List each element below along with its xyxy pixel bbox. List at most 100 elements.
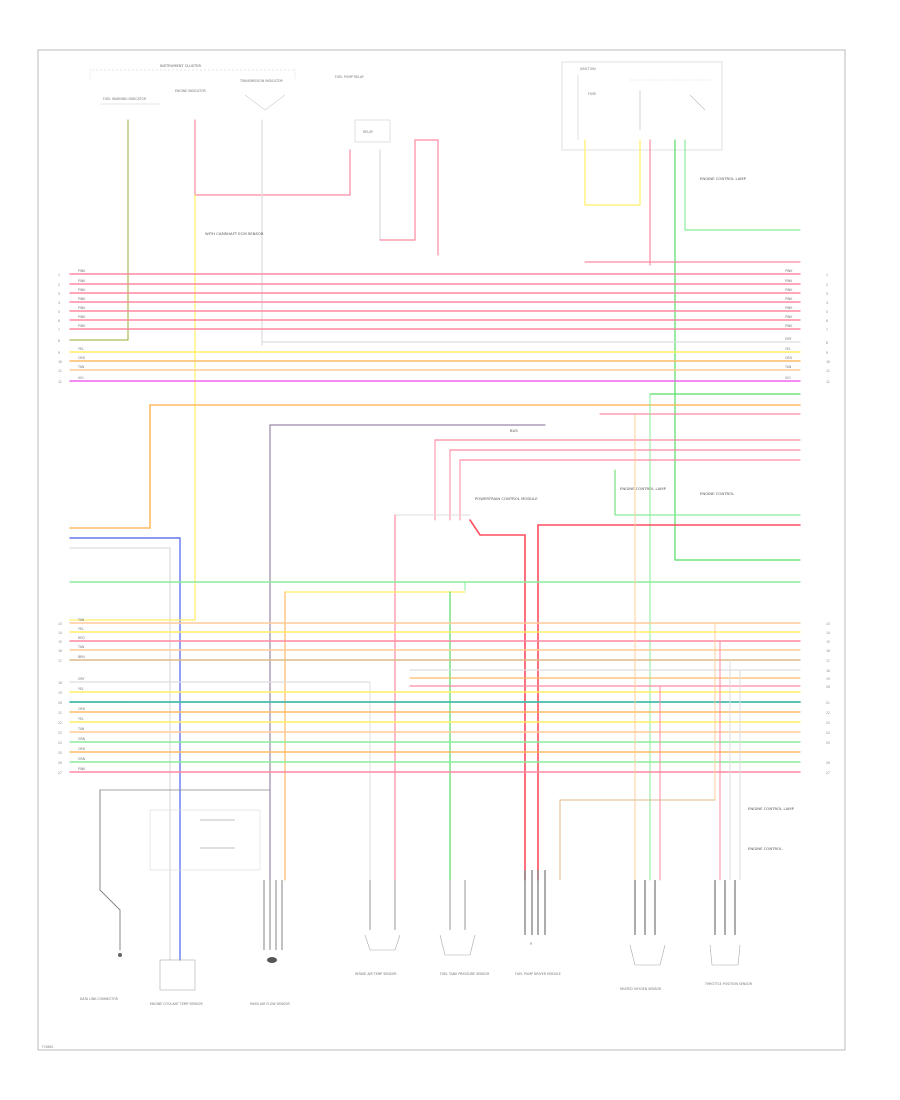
relay-label: RELAY	[363, 130, 373, 134]
svg-text:M: M	[530, 942, 532, 946]
svg-text:17: 17	[58, 659, 62, 663]
svg-text:ORG: ORG	[78, 707, 86, 711]
svg-text:PINK: PINK	[785, 315, 793, 319]
svg-text:26: 26	[826, 761, 830, 765]
svg-text:ORG: ORG	[78, 356, 86, 360]
svg-text:22: 22	[58, 721, 62, 725]
svg-text:YEL: YEL	[78, 627, 84, 631]
svg-text:18: 18	[58, 681, 62, 685]
component-label: HEATED OXYGEN SENSOR	[620, 987, 662, 991]
svg-text:7: 7	[58, 328, 60, 332]
svg-text:12: 12	[58, 380, 62, 384]
note-bus: BUS	[510, 428, 518, 433]
engine-switch-group	[99, 789, 271, 957]
svg-text:10: 10	[826, 360, 830, 364]
footer-code: F28881	[42, 1045, 54, 1049]
svg-text:YEL: YEL	[78, 687, 84, 691]
svg-text:YEL: YEL	[785, 347, 791, 351]
svg-text:19: 19	[58, 691, 62, 695]
svg-text:PINK: PINK	[78, 767, 86, 771]
upper-bus-labels-left: PINK PINK PINK PINK PINK PINK PINK YEL O…	[77, 269, 86, 380]
svg-text:9: 9	[826, 351, 828, 355]
svg-text:13: 13	[58, 622, 62, 626]
svg-text:PINK: PINK	[78, 288, 86, 292]
svg-text:22: 22	[826, 711, 830, 715]
transmission-indicator-label: TRANSMISSION INDICATOR	[239, 79, 284, 83]
svg-text:23: 23	[58, 731, 62, 735]
svg-text:20: 20	[58, 701, 62, 705]
svg-text:8: 8	[826, 341, 828, 345]
component-label: FUEL TANK PRESSURE SENSOR	[440, 972, 490, 976]
component-label: ENGINE COOLANT TEMP SENSOR	[150, 1002, 203, 1006]
note-pcm-mid-right: ENGINE CONTROL	[700, 491, 735, 496]
svg-text:RED: RED	[78, 636, 85, 640]
lower-bus-pins-right: 13 14 15 16 17 18 19 20 21 22 23 24 25 2…	[826, 622, 830, 775]
note-lower-right-a: ENGINE CONTROL LAMP	[748, 806, 795, 811]
connector-clusters: M	[159, 870, 741, 991]
svg-text:PINK: PINK	[785, 288, 793, 292]
svg-text:5: 5	[826, 310, 828, 314]
svg-text:ORG: ORG	[78, 747, 86, 751]
svg-text:3: 3	[826, 292, 828, 296]
component-label: INTAKE AIR TEMP SENSOR	[355, 972, 397, 976]
svg-text:11: 11	[826, 369, 830, 373]
svg-text:4: 4	[58, 301, 60, 305]
component-label: FUEL PUMP DRIVER MODULE	[515, 972, 561, 976]
top-vertical-wires	[127, 119, 801, 621]
junction-box-group: JUNCTION FUSE	[561, 61, 723, 151]
svg-text:13: 13	[826, 622, 830, 626]
upper-bus-labels-right: PINK PINK PINK PINK PINK PINK PINK GRY Y…	[784, 269, 793, 380]
svg-text:6: 6	[826, 319, 828, 323]
lower-right-verticals	[559, 414, 741, 881]
svg-text:1: 1	[826, 273, 828, 277]
lower-bus-labels-left: TAN YEL RED TAN BRN GRY YEL ORG YEL TAN …	[77, 618, 86, 771]
svg-text:24: 24	[826, 731, 830, 735]
bus-group-lower	[69, 622, 801, 881]
svg-text:PINK: PINK	[785, 279, 793, 283]
svg-text:2: 2	[58, 283, 60, 287]
note-pcm-center-mid: ENGINE CONTROL LAMP	[620, 486, 667, 491]
svg-text:PINK: PINK	[78, 297, 86, 301]
bottom-component-labels: DATA LINK CONNECTOR ENGINE COOLANT TEMP …	[80, 972, 753, 1006]
fuel-warning-indicator-label: FUEL WARNING INDICATOR	[103, 97, 147, 101]
svg-text:3: 3	[58, 292, 60, 296]
svg-text:TAN: TAN	[77, 618, 85, 622]
svg-text:21: 21	[58, 711, 62, 715]
svg-text:GRN: GRN	[78, 737, 86, 741]
svg-text:27: 27	[58, 771, 62, 775]
fuel-pump-relay-label: FUEL PUMP RELAY	[335, 75, 364, 79]
bus-group-upper	[69, 261, 801, 382]
svg-text:PINK: PINK	[785, 297, 793, 301]
svg-text:VIO: VIO	[78, 376, 84, 380]
upper-bus-pins-right: 1 2 3 4 5 6 7 8 9 10 11 12	[826, 273, 830, 384]
svg-text:17: 17	[826, 659, 830, 663]
svg-text:PINK: PINK	[78, 279, 86, 283]
svg-text:TAN: TAN	[784, 365, 792, 369]
svg-text:4: 4	[826, 301, 828, 305]
svg-text:ORG: ORG	[785, 356, 793, 360]
svg-text:23: 23	[826, 721, 830, 725]
svg-text:PINK: PINK	[78, 269, 86, 273]
note-pcm-center: POWERTRAIN CONTROL MODULE	[475, 496, 538, 501]
svg-text:8: 8	[58, 339, 60, 343]
svg-text:15: 15	[58, 640, 62, 644]
middle-wires	[69, 393, 801, 961]
svg-text:PINK: PINK	[785, 324, 793, 328]
svg-text:25: 25	[58, 751, 62, 755]
svg-text:18: 18	[826, 669, 830, 673]
upper-bus-pins-left: 1 2 3 4 5 6 7 8 9 10 11 12	[58, 273, 62, 384]
svg-text:TAN: TAN	[77, 645, 85, 649]
note-pcm-upper-right: ENGINE CONTROL LAMP	[700, 176, 747, 181]
svg-text:GRY: GRY	[785, 337, 791, 341]
svg-text:19: 19	[826, 677, 830, 681]
svg-text:GRY: GRY	[78, 677, 84, 681]
svg-text:6: 6	[58, 319, 60, 323]
junction-label: JUNCTION	[579, 67, 596, 71]
svg-text:27: 27	[826, 771, 830, 775]
svg-text:16: 16	[58, 649, 62, 653]
component-label: DATA LINK CONNECTOR	[80, 997, 119, 1001]
svg-text:TAN: TAN	[77, 365, 85, 369]
svg-text:GRN: GRN	[78, 757, 86, 761]
svg-text:PINK: PINK	[78, 306, 86, 310]
